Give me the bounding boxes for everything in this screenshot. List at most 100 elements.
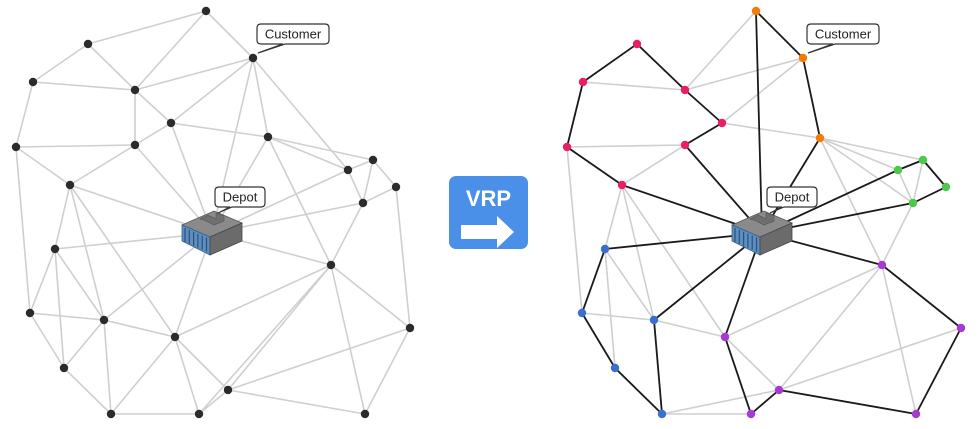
road-edge bbox=[174, 336, 229, 391]
customer-node-pink bbox=[632, 39, 642, 49]
road-edge bbox=[721, 57, 804, 124]
road-edge bbox=[252, 57, 269, 138]
road-edge bbox=[87, 10, 207, 45]
road-edge bbox=[54, 248, 65, 369]
vrp-badge: VRP bbox=[449, 176, 528, 249]
road-edge bbox=[362, 186, 397, 204]
customer-node-purple bbox=[774, 385, 784, 395]
route-edge bbox=[755, 10, 763, 234]
road-edge bbox=[205, 10, 254, 59]
road-edge bbox=[252, 57, 349, 171]
right-graph bbox=[562, 6, 966, 419]
road-edge bbox=[69, 184, 176, 338]
route-edge bbox=[566, 81, 584, 148]
road-edge bbox=[604, 248, 616, 369]
road-edge bbox=[621, 184, 726, 338]
warehouse-icon bbox=[730, 210, 794, 256]
right-arrow-icon bbox=[461, 216, 514, 248]
route-edge bbox=[922, 159, 947, 188]
customer-node bbox=[368, 155, 378, 165]
route-edge bbox=[750, 389, 780, 415]
road-edge bbox=[881, 202, 914, 266]
road-edge bbox=[227, 264, 332, 391]
customer-node-pink bbox=[717, 118, 727, 128]
road-edge bbox=[32, 81, 136, 91]
customer-node bbox=[99, 315, 109, 325]
road-edge bbox=[819, 137, 914, 204]
road-edge bbox=[170, 122, 269, 138]
customer-node bbox=[28, 77, 38, 87]
road-edge bbox=[330, 202, 364, 266]
route-edge bbox=[614, 367, 663, 415]
road-edge bbox=[395, 186, 411, 329]
road-edge bbox=[621, 184, 655, 321]
customer-node bbox=[263, 132, 273, 142]
customer-node-green bbox=[941, 182, 951, 192]
road-edge bbox=[881, 264, 917, 415]
customer-node-pink bbox=[680, 85, 690, 95]
customer-node-blue bbox=[577, 308, 587, 318]
route-edge bbox=[684, 89, 723, 124]
road-edge bbox=[330, 264, 411, 329]
road-edge bbox=[29, 248, 56, 314]
depot-callout-label: Depot bbox=[775, 190, 810, 205]
customer-node bbox=[201, 6, 211, 16]
road-edge bbox=[32, 43, 89, 83]
customer-node-purple bbox=[720, 332, 730, 342]
customer-node bbox=[50, 244, 60, 254]
road-edge bbox=[721, 122, 821, 139]
customer-node bbox=[223, 385, 233, 395]
route-edge bbox=[778, 389, 917, 415]
route-edge bbox=[566, 146, 623, 186]
customer-node-green bbox=[918, 155, 928, 165]
route-edge bbox=[653, 319, 663, 415]
road-edge bbox=[581, 312, 655, 321]
road-edge bbox=[198, 389, 229, 415]
road-edge bbox=[661, 389, 780, 415]
customer-node bbox=[326, 260, 336, 270]
road-edge bbox=[897, 169, 914, 204]
customer-node-purple bbox=[746, 409, 756, 419]
road-edge bbox=[653, 319, 726, 338]
customer-node bbox=[170, 332, 180, 342]
customer-node-blue bbox=[649, 315, 659, 325]
customer-node bbox=[248, 53, 258, 63]
road-edge bbox=[267, 136, 349, 171]
road-edge bbox=[54, 184, 71, 250]
customer-node bbox=[194, 409, 204, 419]
road-edge bbox=[267, 136, 374, 161]
customer-node bbox=[358, 198, 368, 208]
road-edge bbox=[362, 159, 374, 204]
customer-node bbox=[130, 85, 140, 95]
route-edge bbox=[684, 122, 723, 146]
depot-callout: Depot bbox=[766, 186, 818, 214]
road-edge bbox=[87, 43, 136, 91]
customer-node-green bbox=[908, 198, 918, 208]
left-graph bbox=[11, 6, 415, 419]
road-edge bbox=[110, 336, 176, 415]
route-edge bbox=[802, 57, 821, 139]
customer-callout: Customer bbox=[256, 23, 330, 54]
customer-node-blue bbox=[610, 363, 620, 373]
road-edge bbox=[198, 264, 332, 415]
customer-node-purple bbox=[956, 323, 966, 333]
customer-node-orange bbox=[815, 133, 825, 143]
road-edge bbox=[778, 264, 883, 391]
road-edge bbox=[330, 264, 366, 415]
customer-node-pink bbox=[578, 77, 588, 87]
road-edge bbox=[819, 137, 899, 171]
customer-node bbox=[343, 165, 353, 175]
route-edge bbox=[581, 248, 606, 314]
road-edge bbox=[134, 89, 172, 124]
road-edge bbox=[63, 367, 112, 415]
customer-node-purple bbox=[877, 260, 887, 270]
road-edge bbox=[819, 137, 883, 266]
warehouse-icon bbox=[180, 210, 244, 256]
road-edge bbox=[604, 248, 655, 321]
road-edge bbox=[170, 57, 254, 124]
road-edge bbox=[103, 319, 176, 338]
road-edge bbox=[63, 319, 105, 369]
road-edge bbox=[103, 319, 112, 415]
customer-node-blue bbox=[657, 409, 667, 419]
road-edge bbox=[566, 146, 583, 314]
